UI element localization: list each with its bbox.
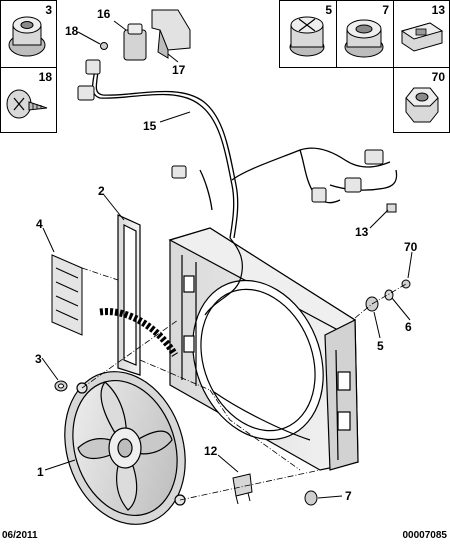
wiring-harness <box>91 69 398 239</box>
screw-icon <box>6 89 48 119</box>
assembly-guide-lines <box>81 267 407 501</box>
leader-lines <box>41 20 413 499</box>
grommet-icon <box>344 19 384 58</box>
callout-17: 17 <box>172 63 186 77</box>
nut-icon <box>405 87 439 123</box>
shroud-frame <box>117 214 359 471</box>
callout-13: 13 <box>355 225 369 239</box>
clip-icon <box>289 16 325 57</box>
callout-4: 4 <box>36 217 43 231</box>
date-label: 06/2011 <box>2 530 38 541</box>
grommet-7-small <box>304 490 318 506</box>
foam-seal-strip <box>99 308 179 357</box>
callout-5: 5 <box>377 339 384 353</box>
mounting-bracket-17 <box>151 9 191 59</box>
resistor-12 <box>232 473 253 505</box>
harness-connectors <box>77 59 384 203</box>
callout-18: 18 <box>65 24 79 38</box>
callout-1: 1 <box>37 465 44 479</box>
inset-number: 3 <box>45 3 52 17</box>
shroud-cable <box>204 237 311 441</box>
grommet-icon <box>8 16 46 57</box>
callout-7: 7 <box>345 489 352 503</box>
callout-3: 3 <box>35 352 42 366</box>
inset-5: 5 <box>279 0 337 68</box>
connector-bracket-16 <box>123 23 147 61</box>
clip-bracket-4 <box>51 254 83 336</box>
callout-2: 2 <box>98 184 105 198</box>
callout-16: 16 <box>97 7 111 21</box>
inset-number: 7 <box>382 3 389 17</box>
grommet-3-small <box>54 380 68 392</box>
callout-15: 15 <box>143 119 157 133</box>
clip-icon <box>400 22 444 52</box>
inset-7: 7 <box>336 0 394 68</box>
inset-number: 70 <box>431 70 445 84</box>
callout-numbers: 16 18 17 15 2 4 13 70 6 5 3 1 12 7 <box>35 7 418 503</box>
callout-6: 6 <box>405 320 412 334</box>
inset-number: 5 <box>325 3 332 17</box>
reference-number: 00007085 <box>402 530 448 541</box>
inset-13: 13 <box>393 0 450 68</box>
callout-12: 12 <box>204 444 218 458</box>
nut-70-small <box>401 279 411 289</box>
inset-3: 3 <box>0 0 57 68</box>
inset-number: 18 <box>38 70 52 84</box>
inset-70: 70 <box>393 67 450 133</box>
callout-70: 70 <box>404 240 418 254</box>
screw-18 <box>100 42 108 50</box>
inset-number: 13 <box>431 3 445 17</box>
clip-13-small <box>386 203 397 213</box>
inset-18: 18 <box>0 67 57 133</box>
